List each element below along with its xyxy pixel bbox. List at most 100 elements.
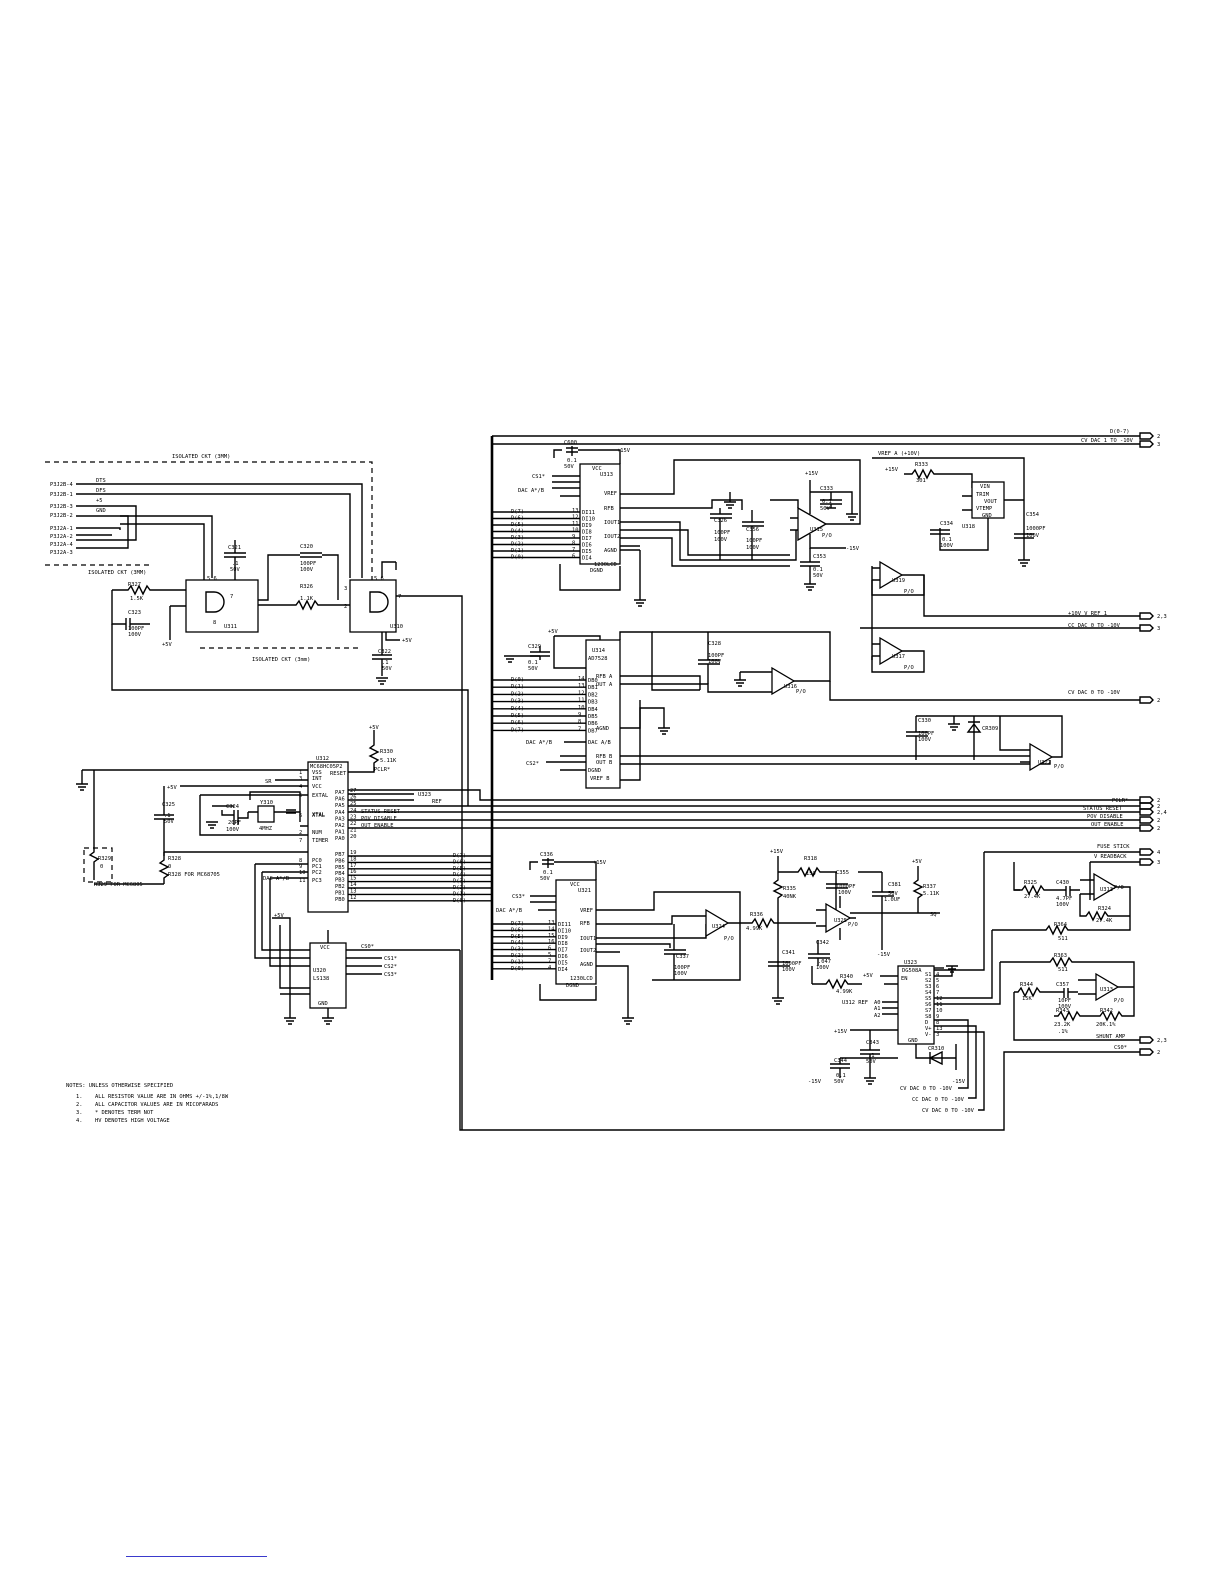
note-number: 4. — [76, 1118, 83, 1124]
pin-label: DB2 — [588, 692, 598, 698]
svg-text:C325: C325 — [162, 802, 175, 808]
u312-port-label: PB6 — [335, 858, 345, 864]
svg-text:R325: R325 — [1024, 880, 1037, 886]
u312-port-number: 17 — [350, 863, 357, 869]
u312-port-number: 23 — [350, 814, 357, 820]
svg-text:CS2*: CS2* — [384, 964, 397, 970]
out-enable-label: OUT ENABLE — [361, 823, 393, 829]
svg-text:P/O: P/O — [848, 922, 858, 928]
svg-text:A2: A2 — [874, 1013, 881, 1019]
svg-text:C353: C353 — [813, 554, 826, 560]
pin-label: DI10 — [582, 517, 595, 523]
svg-text:.1%: .1% — [1058, 1029, 1068, 1035]
pin-label: DI7 — [558, 948, 568, 954]
c600-label: C600 — [564, 440, 577, 446]
svg-text:+15V: +15V — [885, 467, 899, 473]
svg-text:50V: 50V — [813, 573, 823, 579]
svg-text:+15V: +15V — [617, 448, 631, 454]
svg-text:100V: 100V — [1058, 1004, 1072, 1010]
svg-text:U321: U321 — [578, 888, 591, 894]
offpage-connector — [1139, 848, 1154, 856]
pin-label: DI4 — [582, 556, 592, 562]
c355-capacitor: C355 1000PF 100V — [826, 870, 855, 896]
u312-port-number: 12 — [350, 895, 357, 901]
svg-text:C321: C321 — [228, 545, 241, 551]
u312-ref-label: U312 REF — [842, 1000, 868, 1006]
svg-text:C381: C381 — [888, 882, 901, 888]
u312-pin-label: VSS — [312, 770, 322, 776]
u312-port-label: PB0 — [335, 897, 345, 903]
svg-text:7: 7 — [398, 594, 401, 600]
svg-text:RFB: RFB — [580, 921, 590, 927]
connector-label: P3J2A-1 — [50, 526, 73, 532]
svg-text:100PF: 100PF — [918, 731, 934, 737]
svg-text:100PF: 100PF — [708, 653, 724, 659]
notes-header: NOTES: UNLESS OTHERWISE SPECIFIED — [66, 1083, 173, 1089]
u312-pin-label: VCC — [312, 784, 322, 790]
svg-text:100V: 100V — [940, 543, 954, 549]
c336-label: C336 — [540, 852, 553, 858]
svg-text:5 6: 5 6 — [374, 576, 384, 582]
svg-text:.1: .1 — [382, 660, 389, 666]
mux-pin-label: S6 — [925, 1002, 932, 1008]
offpage-connector — [1139, 802, 1154, 810]
note-text: ALL CAPACITOR VALUES ARE IN MICOFARADS — [95, 1102, 218, 1108]
svg-text:4.99K: 4.99K — [836, 989, 853, 995]
cc-dac-label: CC DAC 0 TO -10V — [1068, 623, 1121, 629]
note-number: 1. — [76, 1094, 83, 1100]
sheet-reference: 2,3 — [1157, 614, 1167, 620]
svg-text:100V: 100V — [226, 827, 240, 833]
svg-text:100V: 100V — [782, 967, 796, 973]
svg-text:DGND: DGND — [590, 568, 603, 574]
data-line-label: D(0) — [511, 555, 524, 561]
pin-number: 12 — [572, 515, 579, 521]
footer-link-underline[interactable] — [126, 1556, 267, 1557]
sheet-reference: 2 — [1157, 818, 1160, 824]
svg-text:IOUT1: IOUT1 — [604, 520, 620, 526]
svg-text:50V: 50V — [888, 891, 898, 897]
isolated-label-mid: ISOLATED CKT (3MM) — [88, 570, 146, 576]
cv-dac-label: CV DAC 0 TO -10V — [1068, 690, 1121, 696]
svg-text:0.1: 0.1 — [836, 1073, 846, 1079]
svg-text:VCC: VCC — [320, 945, 330, 951]
u312-port-label: PA6 — [335, 797, 345, 803]
svg-text:RFB: RFB — [604, 506, 614, 512]
svg-text:P/O: P/O — [796, 689, 806, 695]
svg-text:U323: U323 — [904, 960, 917, 966]
sr-label: SR — [265, 779, 272, 785]
svg-text:DGND: DGND — [566, 983, 579, 989]
mux-pin-number: 11 — [936, 1002, 943, 1008]
r344-resistor: R344 15K — [1013, 982, 1140, 1041]
mux-pin-number: 9 — [936, 1014, 939, 1020]
svg-text:100PF: 100PF — [128, 626, 144, 632]
svg-text:+5V: +5V — [274, 913, 284, 919]
note-text: * DENOTES TERM NOT — [95, 1110, 154, 1116]
svg-text:511: 511 — [1058, 967, 1068, 973]
svg-text:PCLR*: PCLR* — [374, 767, 390, 773]
svg-text:1230LCD: 1230LCD — [570, 976, 593, 982]
ref-label: REF — [432, 799, 442, 805]
connector-label: P3J2B-2 — [50, 513, 73, 519]
cv-dac-c-label: CV DAC 0 TO -10V — [922, 1108, 975, 1114]
svg-text:A1: A1 — [874, 1006, 881, 1012]
svg-text:CS2*: CS2* — [526, 761, 539, 767]
svg-text:C356: C356 — [746, 527, 759, 533]
c322-capacitor: C322 .1 50V — [372, 632, 392, 676]
mux-pin-label: S5 — [925, 996, 932, 1002]
pin-label: DB0 — [588, 678, 598, 684]
svg-text:DAC A/B: DAC A/B — [588, 740, 611, 746]
svg-text:RFB B: RFB B — [596, 754, 612, 760]
svg-text:C329: C329 — [528, 644, 541, 650]
svg-text:150: 150 — [806, 871, 816, 877]
data-line-label: D(5) — [511, 934, 524, 940]
svg-text:U310: U310 — [390, 624, 403, 630]
u312-pin-number: 2 — [299, 830, 302, 836]
svg-text:C323: C323 — [128, 610, 141, 616]
u312-pin-label: PC2 — [312, 870, 322, 876]
svg-text:U313: U313 — [1100, 887, 1113, 893]
data-line-label: D(2) — [511, 542, 524, 548]
mux-pin-label: S1 — [925, 972, 932, 978]
data-line-label: D(3) — [453, 879, 466, 885]
svg-text:C355: C355 — [836, 870, 849, 876]
svg-text:U315: U315 — [810, 527, 823, 533]
